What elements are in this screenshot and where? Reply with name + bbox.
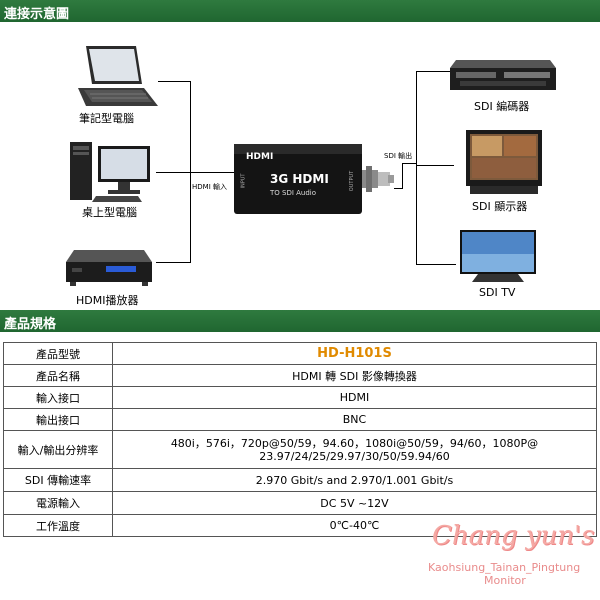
watermark-line-1: Kaohsiung_Tainan_Pingtung — [428, 561, 581, 574]
table-row: 電源輸入 DC 5V ~12V — [3, 491, 597, 515]
desktop-pc-label: 桌上型電腦 — [82, 206, 137, 219]
spec-value: BNC — [112, 408, 597, 431]
media-player-icon — [66, 250, 152, 286]
sdi-output-label: SDI 輸出 — [384, 152, 413, 160]
spec-section-bar: 產品規格 — [0, 310, 600, 332]
resolution-line-2: 23.97/24/25/29.97/30/50/59.94/60 — [259, 449, 450, 463]
encoder-label: SDI 編碼器 — [474, 100, 530, 113]
table-row: 輸入接口 HDMI — [3, 386, 597, 409]
spec-section-title: 產品規格 — [4, 317, 57, 332]
table-row: 產品型號 HD-H101S — [3, 342, 597, 365]
monitor-icon — [466, 130, 542, 194]
resolution-line-1: 480i，576i，720p@50/59，94.60，1080i@50/59，9… — [170, 436, 539, 450]
converter-input-port: INPUT — [240, 173, 247, 189]
spec-key: SDI 傳輸速率 — [3, 468, 113, 492]
spec-key: 輸入接口 — [3, 386, 113, 409]
diagram-section-bar: 連接示意圖 — [0, 0, 600, 22]
spec-key: 輸出接口 — [3, 408, 113, 431]
spec-key: 電源輸入 — [3, 491, 113, 515]
tv-label: SDI TV — [479, 286, 516, 299]
table-row: 輸入/輸出分辨率 480i，576i，720p@50/59，94.60，1080… — [3, 430, 597, 469]
spec-value: 2.970 Gbit/s and 2.970/1.001 Gbit/s — [112, 468, 597, 492]
wire-tv — [416, 264, 456, 265]
wire-to-bus — [402, 163, 416, 164]
wire-laptop — [158, 81, 190, 82]
spec-value: HDMI — [112, 386, 597, 409]
media-player-label: HDMI播放器 — [76, 294, 139, 307]
spec-value: DC 5V ~12V — [112, 491, 597, 515]
laptop-icon — [78, 46, 158, 106]
wire-desktop — [156, 172, 190, 173]
diagram-section-title: 連接示意圖 — [4, 7, 70, 22]
tv-icon — [460, 230, 536, 282]
table-row: SDI 傳輸速率 2.970 Gbit/s and 2.970/1.001 Gb… — [3, 468, 597, 492]
watermark-line-2: Monitor — [484, 574, 526, 587]
converter-device-icon — [234, 144, 394, 214]
monitor-label: SDI 顯示器 — [472, 200, 528, 213]
spec-key: 產品型號 — [3, 342, 113, 365]
spec-key: 產品名稱 — [3, 364, 113, 387]
spec-value: HDMI 轉 SDI 影像轉換器 — [112, 364, 597, 387]
table-row: 輸出接口 BNC — [3, 408, 597, 431]
spec-key: 輸入/輸出分辨率 — [3, 430, 113, 469]
desktop-pc-icon — [70, 142, 150, 202]
converter-model: 3G HDMI — [270, 172, 329, 186]
converter-output-port: OUTPUT — [349, 170, 356, 192]
wire-up-bnc — [402, 163, 403, 189]
converter-model-sub: TO SDI Audio — [270, 189, 317, 197]
spec-table: 產品型號 HD-H101S 產品名稱 HDMI 轉 SDI 影像轉換器 輸入接口… — [3, 342, 597, 537]
spec-value-model: HD-H101S — [112, 342, 597, 365]
encoder-icon — [450, 60, 556, 90]
wire-from-converter — [394, 188, 402, 189]
table-row: 工作溫度 0℃-40℃ — [3, 514, 597, 537]
wire-player — [156, 262, 190, 263]
wire-right-bus — [416, 71, 417, 265]
watermark-logo: Chang yun's — [432, 521, 595, 551]
laptop-label: 筆記型電腦 — [79, 112, 134, 125]
table-row: 產品名稱 HDMI 轉 SDI 影像轉換器 — [3, 364, 597, 387]
wire-to-converter — [190, 172, 234, 173]
spec-value: 0℃-40℃ — [112, 514, 597, 537]
hdmi-input-label: HDMI 輸入 — [192, 183, 227, 191]
wire-encoder — [416, 71, 454, 72]
wire-monitor — [416, 165, 454, 166]
converter-brand: HDMI — [246, 152, 274, 162]
spec-key: 工作溫度 — [3, 514, 113, 537]
spec-value-resolution: 480i，576i，720p@50/59，94.60，1080i@50/59，9… — [112, 430, 597, 469]
